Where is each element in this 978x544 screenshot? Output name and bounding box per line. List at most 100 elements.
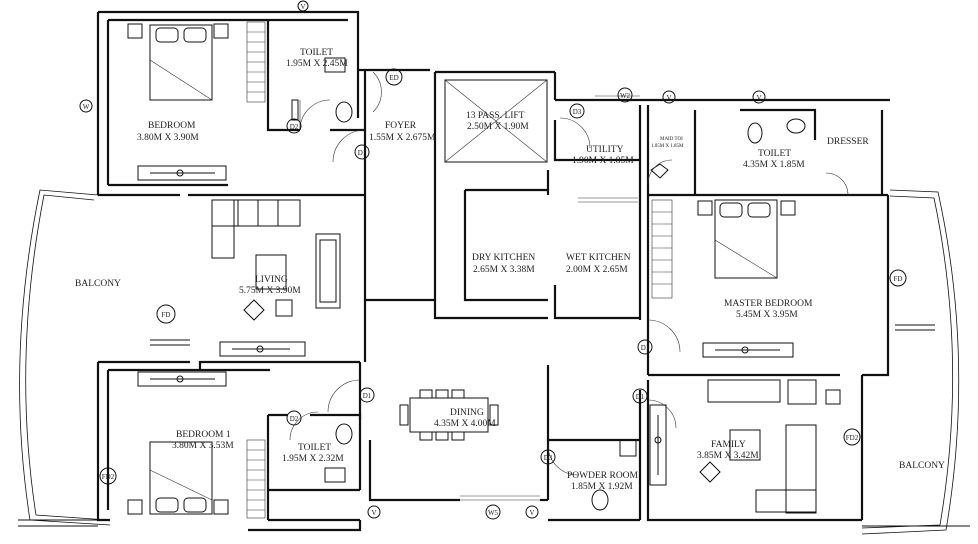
svg-text:W5: W5 bbox=[488, 509, 499, 517]
wardrobe-hatch-master bbox=[651, 199, 673, 299]
walls bbox=[96, 10, 890, 532]
marker-d3-powder: D3 bbox=[540, 449, 556, 465]
tv-unit-b1 bbox=[137, 371, 227, 387]
svg-text:V: V bbox=[529, 509, 534, 517]
dry-kitchen-size: 2.65M X 3.38M bbox=[473, 265, 535, 275]
living-sofa bbox=[211, 199, 301, 259]
marker-fd-right: FD bbox=[889, 269, 907, 287]
utility-name: UTILITY bbox=[586, 145, 624, 155]
marker-ed: ED bbox=[385, 68, 403, 86]
marker-fd2-left: FD2 bbox=[99, 467, 117, 485]
wardrobe-hatch-b1 bbox=[246, 439, 266, 519]
wc-powder bbox=[591, 439, 637, 511]
svg-text:D1: D1 bbox=[358, 149, 367, 157]
wet-kitchen-name: WET KITCHEN bbox=[566, 253, 631, 263]
svg-text:ED: ED bbox=[389, 74, 398, 82]
tv-unit-living bbox=[219, 341, 306, 357]
tv-unit-top bbox=[137, 165, 227, 181]
bedroom1-name: BEDROOM 1 bbox=[176, 430, 231, 440]
opening-markers: W ED D2 D1 D3 W2 V V V FD FD D1 D1 D1 D2… bbox=[79, 0, 907, 520]
marker-w-left: W bbox=[79, 99, 93, 113]
dining-table bbox=[399, 389, 499, 441]
dry-kitchen-name: DRY KITCHEN bbox=[472, 253, 535, 263]
marker-d1-master: D1 bbox=[637, 339, 653, 355]
marker-w2: W2 bbox=[617, 87, 633, 103]
svg-text:FD: FD bbox=[894, 275, 903, 283]
maid-toilet-name: MAID TOI bbox=[660, 137, 683, 142]
bedroom1-size: 3.80M X 3.53M bbox=[172, 441, 234, 451]
svg-text:D1: D1 bbox=[363, 392, 372, 400]
lift-shaft bbox=[444, 79, 548, 163]
svg-text:V: V bbox=[666, 94, 671, 102]
marker-d2-b1: D2 bbox=[286, 410, 302, 426]
marker-w5: W5 bbox=[485, 504, 501, 520]
balcony-right-name: BALCONY bbox=[899, 461, 945, 471]
svg-text:D2: D2 bbox=[290, 415, 299, 423]
family-size: 3.85M X 3.42M bbox=[697, 451, 759, 461]
svg-text:FD: FD bbox=[162, 311, 171, 319]
dresser-name: DRESSER bbox=[827, 137, 869, 147]
svg-text:V: V bbox=[371, 509, 376, 517]
svg-text:V: V bbox=[300, 3, 305, 11]
family-sofa bbox=[699, 379, 841, 514]
dining-size: 4.35M X 4.00M bbox=[434, 419, 496, 429]
toilet-b1-name: TOILET bbox=[298, 443, 331, 453]
wardrobe-hatch-top bbox=[246, 21, 266, 103]
svg-text:FD2: FD2 bbox=[102, 473, 115, 481]
svg-text:D1: D1 bbox=[636, 393, 645, 401]
bedroom-size: 3.80M X 3.90M bbox=[137, 133, 199, 143]
marker-d1-family: D1 bbox=[632, 388, 648, 404]
bed-master bbox=[697, 199, 796, 279]
toilet-master-name: TOILET bbox=[758, 149, 791, 159]
wet-kitchen-size: 2.00M X 2.65M bbox=[566, 265, 628, 275]
toilet-b1-size: 1.95M X 2.32M bbox=[282, 454, 344, 464]
wc-b1 bbox=[324, 423, 353, 483]
wc-master bbox=[747, 118, 806, 144]
foyer-name: FOYER bbox=[385, 121, 417, 131]
dining-name: DINING bbox=[450, 408, 484, 418]
wc-top bbox=[291, 57, 353, 123]
bedroom-name: BEDROOM bbox=[148, 121, 196, 131]
svg-text:D3: D3 bbox=[544, 454, 553, 462]
svg-text:W: W bbox=[83, 103, 90, 111]
marker-d3-util: D3 bbox=[569, 103, 585, 119]
svg-text:D3: D3 bbox=[573, 108, 582, 116]
family-name: FAMILY bbox=[711, 440, 746, 450]
svg-text:D1: D1 bbox=[641, 344, 650, 352]
balcony-glass bbox=[18, 189, 970, 535]
toilet-top-size: 1.95M X 2.45M bbox=[286, 59, 348, 69]
marker-v-bottom2: V bbox=[525, 505, 539, 519]
lift-size: 2.50M X 1.90M bbox=[467, 122, 529, 132]
utility-size: 1.90M X 1.85M bbox=[572, 156, 634, 166]
bed-b1 bbox=[127, 441, 229, 515]
wc-maid bbox=[650, 163, 669, 179]
marker-v-bottom: V bbox=[367, 505, 381, 519]
marker-v2: V bbox=[752, 90, 766, 104]
svg-text:W2: W2 bbox=[620, 92, 631, 100]
living-size: 5.75M X 3.90M bbox=[239, 286, 301, 296]
svg-text:V: V bbox=[756, 94, 761, 102]
powder-room-name: POWDER ROOM bbox=[567, 471, 639, 481]
svg-text:D2: D2 bbox=[290, 123, 299, 131]
living-table bbox=[243, 254, 293, 321]
toilet-top-name: TOILET bbox=[300, 48, 333, 58]
master-bedroom-name: MASTER BEDROOM bbox=[724, 299, 813, 309]
living-name: LIVING bbox=[255, 275, 288, 285]
balcony-left-name: BALCONY bbox=[75, 279, 121, 289]
bed-top bbox=[127, 23, 229, 101]
marker-d1-b1: D1 bbox=[359, 387, 375, 403]
powder-room-size: 1.85M X 1.92M bbox=[571, 482, 633, 492]
foyer-size: 1.55M X 2.675M bbox=[369, 133, 436, 143]
windows bbox=[460, 95, 640, 501]
lift-name: 13 PASS. LIFT bbox=[466, 111, 525, 121]
maid-toilet-size: 1.05M X 1.85M bbox=[651, 144, 684, 149]
marker-v-top: V bbox=[297, 0, 309, 12]
marker-fd-left: FD bbox=[156, 304, 176, 324]
toilet-master-size: 4.35M X 1.85M bbox=[743, 160, 805, 170]
marker-d2-top: D2 bbox=[286, 118, 302, 134]
tv-unit-master bbox=[702, 342, 794, 358]
master-bedroom-size: 5.45M X 3.95M bbox=[736, 310, 798, 320]
marker-v1: V bbox=[662, 90, 676, 104]
svg-text:FD2: FD2 bbox=[846, 434, 859, 442]
